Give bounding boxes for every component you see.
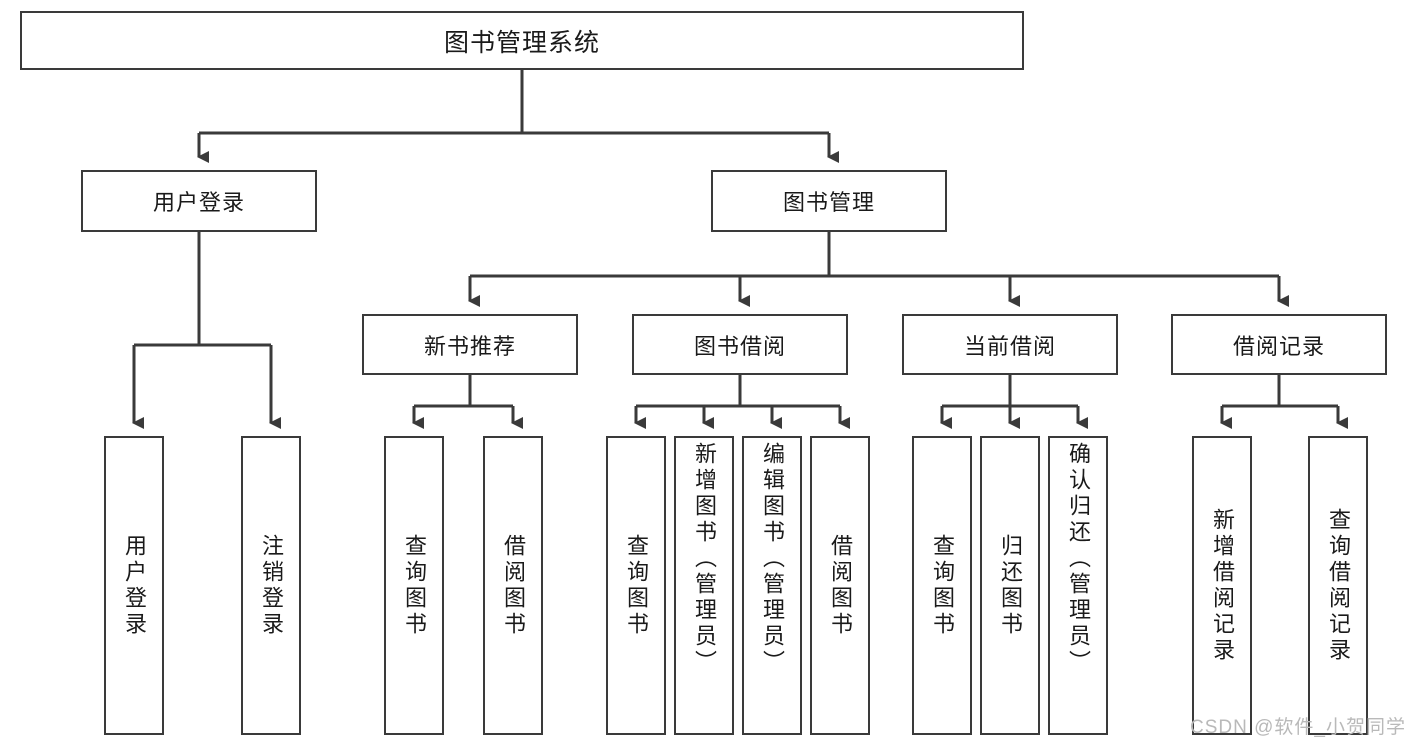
node-book-management[interactable]: 图书管理 <box>711 170 947 232</box>
node-label: 借阅图书 <box>827 533 853 638</box>
csdn-watermark: CSDN @软件_小贺同学 <box>1190 717 1405 738</box>
node-new-book-recommend[interactable]: 新书推荐 <box>362 314 578 375</box>
node-label: 图书借阅 <box>693 333 786 359</box>
leaf-edit-book-admin[interactable]: 编辑图书（管理员） <box>742 436 802 735</box>
node-label: 借阅记录 <box>1232 333 1325 359</box>
node-label: 查询图书 <box>401 533 427 638</box>
node-label: 用户登录 <box>152 190 245 215</box>
node-label: 查询图书 <box>623 533 649 638</box>
node-borrow-record[interactable]: 借阅记录 <box>1171 314 1387 375</box>
leaf-return-book[interactable]: 归还图书 <box>980 436 1040 735</box>
node-root-system[interactable]: 图书管理系统 <box>20 11 1024 70</box>
node-user-login[interactable]: 用户登录 <box>81 170 317 232</box>
node-label: 当前借阅 <box>963 333 1056 359</box>
leaf-query-book-borrow[interactable]: 查询图书 <box>606 436 666 735</box>
node-book-borrow[interactable]: 图书借阅 <box>632 314 848 375</box>
leaf-borrow-book-recommend[interactable]: 借阅图书 <box>483 436 543 735</box>
leaf-user-login[interactable]: 用户登录 <box>104 436 164 735</box>
node-label: 图书管理系统 <box>443 28 600 57</box>
leaf-add-borrow-record[interactable]: 新增借阅记录 <box>1192 436 1252 735</box>
node-label: 编辑图书（管理员） <box>759 442 785 676</box>
node-label: 查询图书 <box>929 533 955 638</box>
leaf-add-book-admin[interactable]: 新增图书（管理员） <box>674 436 734 735</box>
leaf-borrow-book[interactable]: 借阅图书 <box>810 436 870 735</box>
leaf-query-borrow-record[interactable]: 查询借阅记录 <box>1308 436 1368 735</box>
leaf-logout[interactable]: 注销登录 <box>241 436 301 735</box>
node-label: 注销登录 <box>258 533 284 638</box>
leaf-confirm-return-admin[interactable]: 确认归还（管理员） <box>1048 436 1108 735</box>
leaf-query-book-recommend[interactable]: 查询图书 <box>384 436 444 735</box>
node-label: 新增图书（管理员） <box>691 442 717 676</box>
node-label: 归还图书 <box>997 533 1023 638</box>
leaf-query-book-current[interactable]: 查询图书 <box>912 436 972 735</box>
node-label: 用户登录 <box>121 533 147 638</box>
node-label: 图书管理 <box>782 190 875 215</box>
node-label: 确认归还（管理员） <box>1065 442 1091 676</box>
node-current-borrow[interactable]: 当前借阅 <box>902 314 1118 375</box>
node-label: 新书推荐 <box>423 333 516 359</box>
node-label: 借阅图书 <box>500 533 526 638</box>
node-label: 新增借阅记录 <box>1209 507 1235 664</box>
node-label: 查询借阅记录 <box>1325 507 1351 664</box>
